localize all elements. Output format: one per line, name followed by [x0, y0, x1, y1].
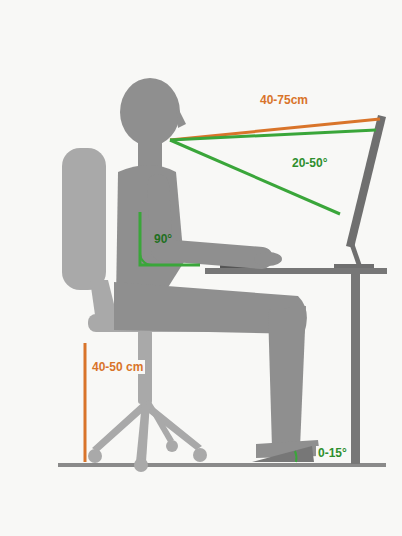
dimension-label: 40-50 cm [90, 360, 145, 374]
monitor [334, 115, 386, 268]
elbow-angle [140, 212, 200, 265]
distance-line [170, 119, 380, 140]
floor [58, 463, 386, 467]
angle-arc [140, 253, 152, 265]
dimension-label: 20-50° [290, 156, 330, 170]
sight-line [170, 130, 376, 140]
dimension-label: 90° [152, 232, 174, 246]
seat-height-line [84, 343, 87, 462]
dimension-label: 0-15° [316, 446, 349, 460]
sight-line [170, 140, 340, 214]
footrest [252, 446, 314, 462]
footrest-angle [295, 451, 296, 462]
dimension-label: 40-75cm [258, 93, 310, 107]
